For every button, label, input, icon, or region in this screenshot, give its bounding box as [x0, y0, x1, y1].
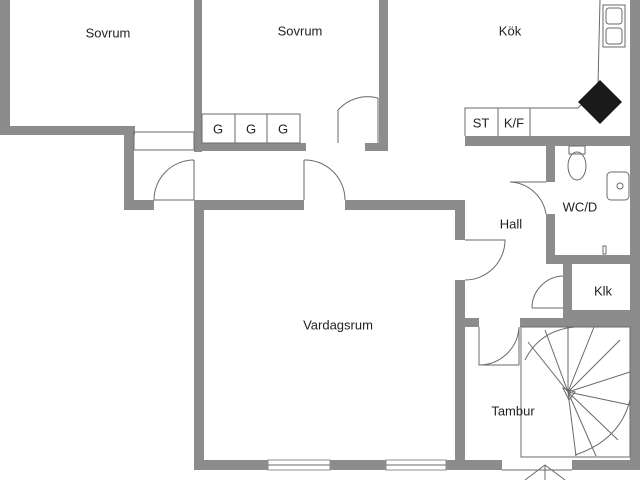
washbasin-icon: [606, 171, 630, 201]
room-label-sovrum-right: Sovrum: [277, 23, 323, 39]
spiral-staircase: [520, 326, 631, 458]
room-label-kok: Kök: [498, 23, 522, 39]
fridge-freezer-label: K/F: [503, 115, 525, 131]
kitchen-counter: [464, 0, 626, 136]
wc-fixtures: [567, 145, 630, 255]
toilet-icon: [567, 151, 587, 181]
room-label-vardagsrum: Vardagsrum: [303, 317, 373, 333]
room-label-sovrum-left: Sovrum: [85, 25, 131, 41]
room-label-klk: Klk: [593, 283, 613, 299]
wardrobe-label-3: G: [277, 121, 289, 137]
walls: [0, 0, 640, 470]
wardrobe-label-2: G: [245, 121, 257, 137]
windows: [267, 459, 447, 471]
storage-cabinet-label: ST: [472, 115, 490, 131]
stove-icon: [578, 80, 622, 124]
room-label-wc: WC/D: [562, 199, 598, 215]
wardrobes: [133, 113, 301, 151]
wardrobe-label-1: G: [212, 121, 224, 137]
room-label-tambur: Tambur: [491, 403, 535, 419]
room-label-hall: Hall: [499, 216, 523, 232]
doors: [153, 96, 572, 480]
